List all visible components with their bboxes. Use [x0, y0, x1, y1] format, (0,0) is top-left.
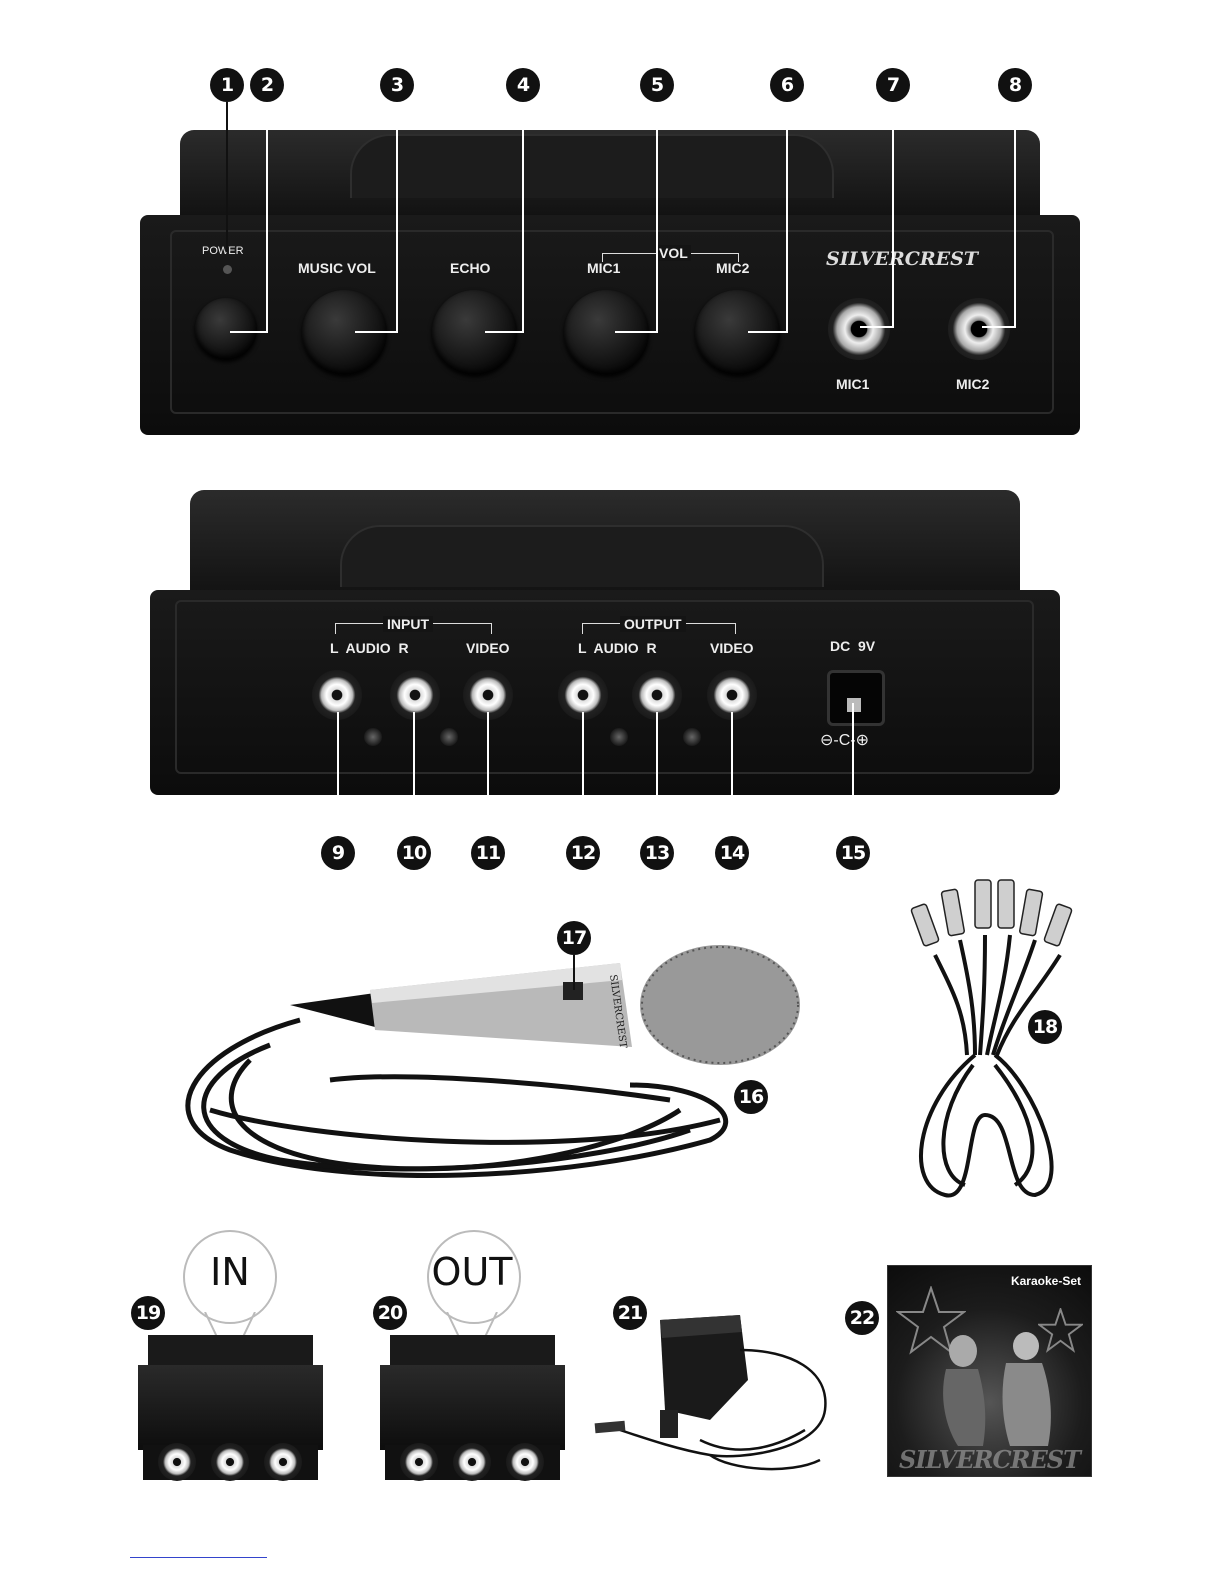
callout-19: 19 [131, 1296, 165, 1330]
scart-out-rca-1 [400, 1443, 438, 1481]
leader-6 [786, 102, 788, 332]
brand-logo: SILVERCREST [826, 248, 978, 270]
microphone: SILVERCREST [280, 935, 810, 1065]
input-audio-label: L AUDIO R [330, 640, 409, 656]
leader-8h [982, 326, 1016, 328]
mic1-vol-label: MIC1 [587, 260, 620, 276]
leader-11 [487, 712, 489, 837]
leader-4 [522, 102, 524, 332]
leader-1 [226, 102, 228, 252]
rear-panel-figure: INPUT L AUDIO R VIDEO OUTPUT L AUDIO R V… [150, 490, 1060, 795]
input-label: INPUT [383, 616, 433, 632]
echo-label: ECHO [450, 260, 490, 276]
callout-13: 13 [640, 836, 674, 870]
scart-in-label: IN [183, 1250, 277, 1294]
vol-label: VOL [656, 245, 691, 261]
leader-15 [852, 703, 854, 837]
callout-6: 6 [770, 68, 804, 102]
scart-in-rca-1 [158, 1443, 196, 1481]
mic2-jack-label: MIC2 [956, 376, 989, 392]
callout-22: 22 [845, 1301, 879, 1335]
leader-5h [615, 331, 658, 333]
callout-18: 18 [1028, 1010, 1062, 1044]
leader-6h [748, 331, 788, 333]
leader-7h [860, 326, 894, 328]
screw [683, 728, 701, 746]
leader-2h [230, 331, 268, 333]
mic1-jack[interactable] [828, 298, 890, 360]
callout-12: 12 [566, 836, 600, 870]
scart-in-adapter[interactable] [138, 1335, 323, 1480]
callout-4: 4 [506, 68, 540, 102]
mic2-jack[interactable] [948, 298, 1010, 360]
manual-title: Karaoke-Set [1011, 1274, 1081, 1288]
callout-1: 1 [210, 68, 244, 102]
callout-9: 9 [321, 836, 355, 870]
polarity-symbol: ⊖-C-⊕ [820, 730, 869, 750]
callout-17: 17 [557, 921, 591, 955]
output-label: OUTPUT [620, 616, 686, 632]
leader-5 [656, 102, 658, 332]
scart-in-rca-2 [211, 1443, 249, 1481]
callout-14: 14 [715, 836, 749, 870]
callout-11: 11 [471, 836, 505, 870]
leader-14 [731, 712, 733, 837]
scart-in-rca-3 [264, 1443, 302, 1481]
power-button[interactable] [195, 298, 257, 360]
leader-4h [485, 331, 524, 333]
callout-21: 21 [613, 1296, 647, 1330]
singers-illustration [918, 1321, 1068, 1446]
callout-5: 5 [640, 68, 674, 102]
dc-label: DC 9V [830, 638, 875, 654]
manual-brand: SILVERCREST [888, 1445, 1091, 1474]
power-label: POWER [202, 245, 244, 257]
leader-8 [1014, 102, 1016, 327]
scart-out-rca-2 [453, 1443, 491, 1481]
callout-8: 8 [998, 68, 1032, 102]
callout-3: 3 [380, 68, 414, 102]
leader-12 [582, 712, 584, 837]
input-video-label: VIDEO [466, 640, 510, 656]
callout-7: 7 [876, 68, 910, 102]
mic1-jack-label: MIC1 [836, 376, 869, 392]
leader-10 [413, 712, 415, 837]
front-panel-figure: POWER MUSIC VOL ECHO VOL MIC1 MIC2 SILVE… [140, 130, 1080, 435]
callout-15: 15 [836, 836, 870, 870]
lid-recess [350, 134, 834, 198]
dc-jack-pin [847, 698, 861, 712]
manual-cover: Karaoke-Set SILVERCREST [887, 1265, 1092, 1477]
leader-3h [355, 331, 398, 333]
callout-2: 2 [250, 68, 284, 102]
scart-out-adapter[interactable] [380, 1335, 565, 1480]
music-vol-label: MUSIC VOL [298, 260, 376, 276]
leader-9 [337, 712, 339, 837]
mic2-vol-label: MIC2 [716, 260, 749, 276]
leader-7 [892, 102, 894, 327]
leader-2 [266, 102, 268, 332]
scart-out-label: OUT [420, 1250, 524, 1294]
leader-3 [396, 102, 398, 332]
screw [440, 728, 458, 746]
power-led [223, 265, 232, 274]
scart-out-rca-3 [506, 1443, 544, 1481]
leader-13 [656, 712, 658, 837]
leader-17 [573, 955, 575, 990]
power-adapter [590, 1310, 850, 1485]
output-video-label: VIDEO [710, 640, 754, 656]
output-audio-label: L AUDIO R [578, 640, 657, 656]
screw [610, 728, 628, 746]
input-audio-r-jack[interactable] [390, 670, 440, 720]
rear-lid-recess [340, 525, 824, 587]
callout-16: 16 [734, 1080, 768, 1114]
callout-10: 10 [397, 836, 431, 870]
footer-link-underline [130, 1557, 267, 1558]
callout-20: 20 [373, 1296, 407, 1330]
screw [364, 728, 382, 746]
